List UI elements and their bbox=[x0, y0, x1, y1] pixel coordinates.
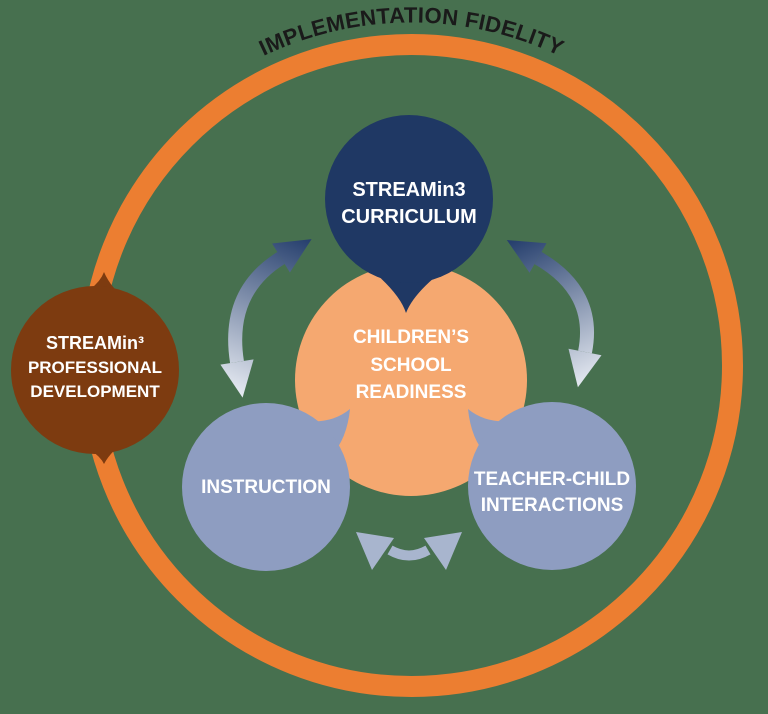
arrow-head-light-icon bbox=[220, 359, 254, 398]
instruction-interactions-arrow bbox=[356, 532, 462, 570]
school-readiness-circle bbox=[295, 264, 527, 496]
arrow-head-dark-icon bbox=[506, 240, 547, 273]
professional-development-label-line1: STREAMin³ bbox=[46, 333, 144, 353]
curriculum-label-line2: CURRICULUM bbox=[341, 206, 477, 228]
professional-development-circle bbox=[11, 286, 179, 454]
professional-development-label-line2: PROFESSIONAL bbox=[28, 358, 162, 377]
curriculum-circle bbox=[325, 115, 493, 283]
arrow-head-light-icon bbox=[568, 348, 602, 388]
teacher-child-label-line2: INTERACTIONS bbox=[481, 495, 624, 516]
instruction-node: INSTRUCTION bbox=[182, 403, 350, 571]
arrow-shaft bbox=[228, 252, 285, 364]
arrow-shaft bbox=[387, 545, 431, 561]
school-readiness-label-line1: CHILDREN’S bbox=[353, 327, 469, 348]
arrow-head-right-icon bbox=[424, 532, 462, 570]
arrow-shaft bbox=[534, 251, 595, 354]
school-readiness-node: CHILDREN’S SCHOOL READINESS bbox=[295, 264, 527, 496]
instruction-label: INSTRUCTION bbox=[201, 477, 331, 498]
school-readiness-label-line3: READINESS bbox=[356, 382, 467, 403]
arrow-head-left-icon bbox=[356, 532, 394, 570]
instruction-curriculum-arrow bbox=[220, 239, 312, 398]
teacher-child-circle bbox=[468, 402, 636, 570]
curriculum-node: STREAMin3 CURRICULUM bbox=[325, 115, 493, 313]
arrow-head-dark-icon bbox=[272, 239, 312, 273]
teacher-child-node: TEACHER-CHILD INTERACTIONS bbox=[468, 402, 636, 570]
curriculum-label-line1: STREAMin3 bbox=[352, 179, 465, 201]
curriculum-interactions-arrow bbox=[506, 240, 602, 388]
instruction-circle bbox=[182, 403, 350, 571]
school-readiness-label-line2: SCHOOL bbox=[370, 355, 452, 376]
teacher-child-label-line1: TEACHER-CHILD bbox=[474, 469, 630, 490]
professional-development-node: STREAMin³ PROFESSIONAL DEVELOPMENT bbox=[11, 272, 179, 464]
professional-development-label-line3: DEVELOPMENT bbox=[30, 382, 160, 401]
